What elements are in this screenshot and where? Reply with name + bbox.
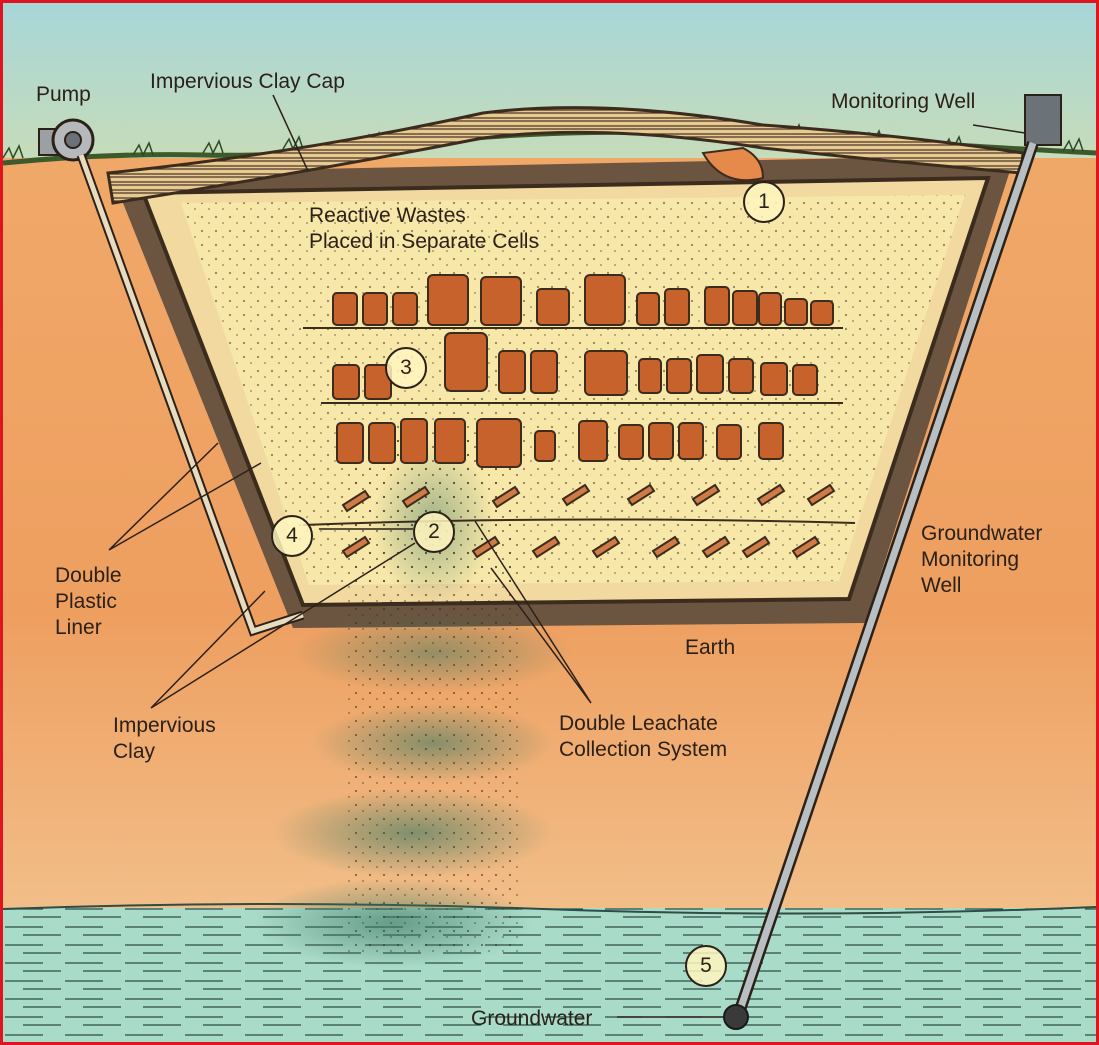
well-screen xyxy=(724,1005,748,1029)
marker-4: 4 xyxy=(271,515,313,557)
label-monitoring-well: Monitoring Well xyxy=(831,89,975,115)
monitoring-well-icon xyxy=(1025,95,1061,145)
label-impervious-clay: Impervious Clay xyxy=(113,713,216,765)
marker-1: 1 xyxy=(743,181,785,223)
label-groundwater: Groundwater xyxy=(471,1006,592,1032)
label-pump: Pump xyxy=(36,82,91,108)
label-groundwater-monitoring-well: Groundwater Monitoring Well xyxy=(921,521,1042,599)
label-double-leachate-collection-system: Double Leachate Collection System xyxy=(559,711,727,763)
label-double-plastic-liner: Double Plastic Liner xyxy=(55,563,122,641)
label-reactive-wastes: Reactive Wastes Placed in Separate Cells xyxy=(309,203,539,255)
marker-3: 3 xyxy=(385,347,427,389)
marker-2: 2 xyxy=(413,511,455,553)
label-impervious-clay-cap: Impervious Clay Cap xyxy=(150,69,345,95)
marker-5: 5 xyxy=(685,945,727,987)
label-earth: Earth xyxy=(685,635,735,661)
